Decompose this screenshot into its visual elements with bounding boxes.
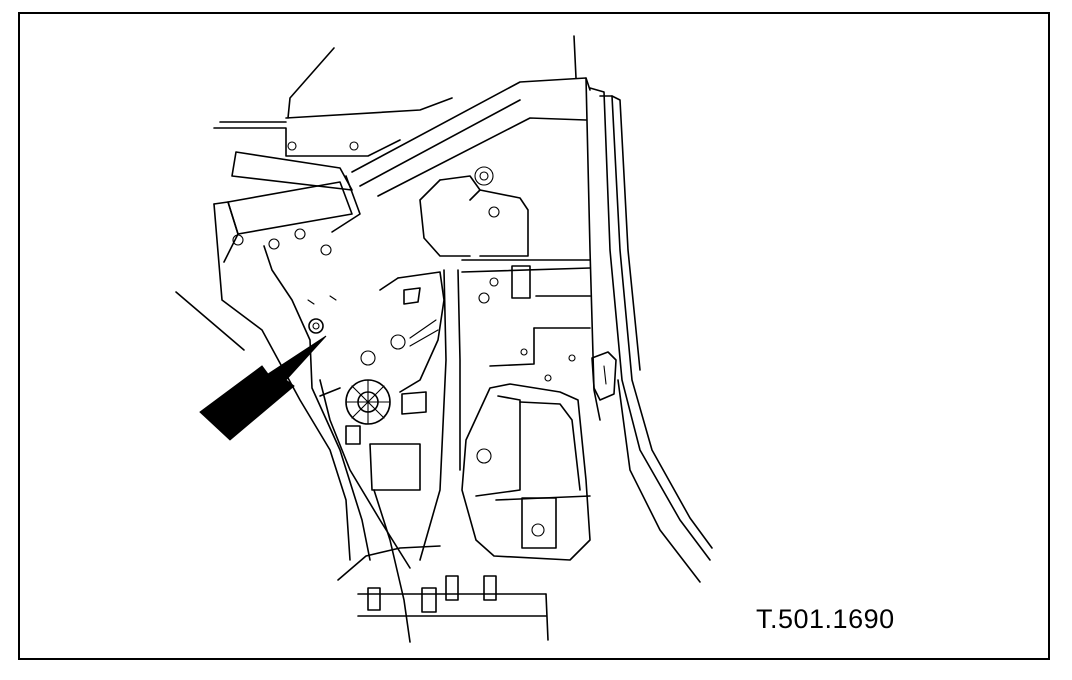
upper-bracket — [213, 47, 453, 191]
pillar — [589, 87, 713, 583]
fender-panel — [175, 203, 441, 581]
diagonal-strut — [331, 77, 591, 233]
shaft-assembly — [357, 489, 549, 643]
lower-housing — [461, 383, 591, 561]
left-block — [213, 181, 353, 263]
motor-mechanism — [319, 271, 445, 491]
inner-panel — [419, 35, 601, 561]
figure-reference-code: T.501.1690 — [756, 604, 895, 634]
arrow-icon — [199, 335, 327, 441]
